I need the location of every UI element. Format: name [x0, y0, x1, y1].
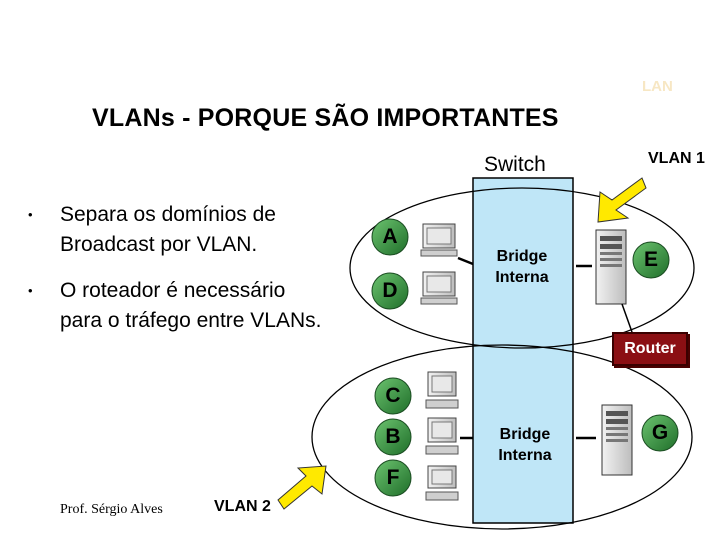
node-a-circle [371, 218, 409, 256]
switch-label: Switch [484, 153, 546, 176]
bridge-bottom-label: Bridge Interna [498, 426, 552, 464]
node-b-label: B [385, 425, 401, 448]
pc-d-icon [420, 271, 458, 305]
bullet-marker: • [28, 283, 33, 298]
node-g-label: G [651, 421, 669, 444]
node-d-circle [371, 272, 409, 310]
vlan2-label: VLAN 2 [214, 498, 271, 515]
corner-tag: LAN [642, 78, 673, 95]
server-e-icon [595, 229, 627, 305]
pc-c-icon [425, 371, 459, 409]
vlan1-label: VLAN 1 [648, 150, 705, 167]
node-c-circle [374, 377, 412, 415]
node-f-label: F [386, 466, 400, 489]
router-box: Router [612, 332, 688, 366]
vlan1-arrow-icon [597, 177, 647, 223]
link-lines [457, 256, 633, 440]
bullet-text: Separa os domínios de Broadcast por VLAN… [60, 203, 276, 256]
footer-author: Prof. Sérgio Alves [60, 502, 163, 517]
pc-b-icon [425, 417, 459, 455]
node-e-label: E [643, 248, 658, 271]
node-b-circle [374, 418, 412, 456]
vlan2-arrow-icon [277, 465, 327, 510]
slide-title: VLANs - PORQUE SÃO IMPORTANTES [92, 104, 559, 132]
node-d-label: D [382, 279, 398, 302]
vlan2-ellipse [311, 344, 693, 530]
node-c-label: C [385, 384, 401, 407]
node-g-circle [641, 414, 679, 452]
bullet-text: O roteador é necessário para o tráfego e… [60, 279, 322, 332]
pc-f-icon [425, 465, 459, 501]
node-a-label: A [382, 225, 398, 248]
vlan1-ellipse [349, 187, 695, 349]
pc-a-icon [420, 223, 458, 257]
server-g-icon [601, 404, 633, 476]
node-f-circle [374, 459, 412, 497]
bridge-top-label: Bridge Interna [495, 248, 549, 286]
switch-body [472, 177, 574, 524]
node-e-circle [632, 241, 670, 279]
router-label: Router [624, 340, 676, 357]
bullet-marker: • [28, 207, 33, 222]
